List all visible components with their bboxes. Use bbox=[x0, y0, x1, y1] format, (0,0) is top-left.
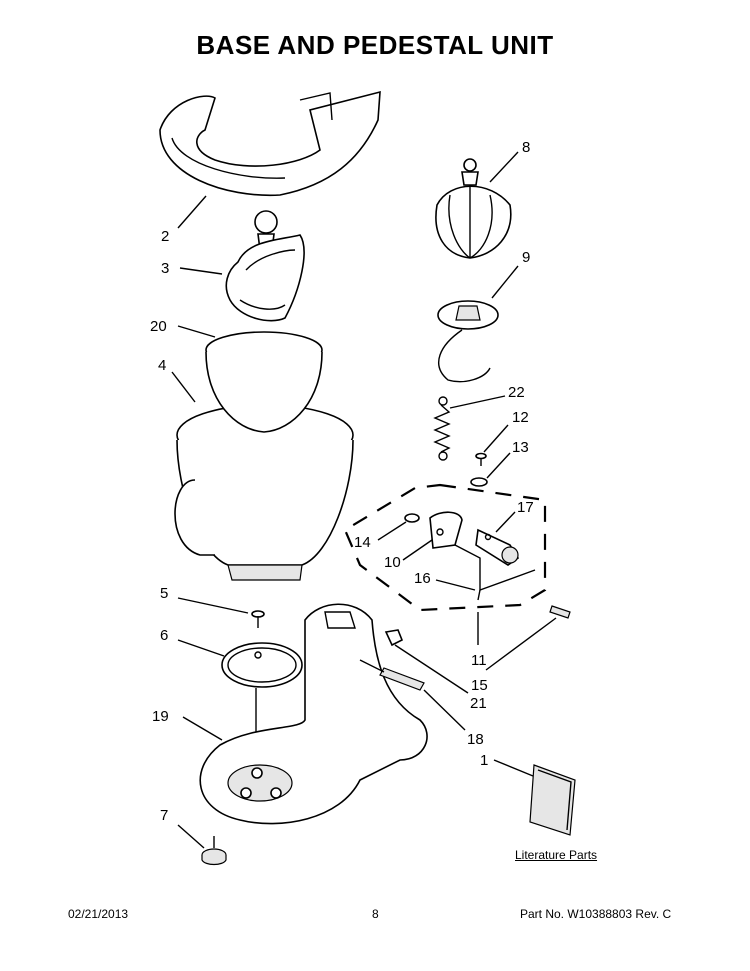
callout-12: 12 bbox=[512, 409, 529, 426]
callout-8: 8 bbox=[522, 139, 530, 156]
pedestal-base-part bbox=[199, 603, 428, 825]
hinge-pin-part bbox=[379, 667, 425, 691]
callout-9: 9 bbox=[522, 249, 530, 266]
callout-1: 1 bbox=[480, 752, 488, 769]
mixing-bowl-part bbox=[174, 331, 354, 581]
page-title: BASE AND PEDESTAL UNIT bbox=[196, 30, 554, 60]
lever-part bbox=[475, 528, 520, 566]
screw-part bbox=[251, 610, 265, 628]
literature-parts bbox=[529, 764, 576, 836]
subassembly-outline bbox=[343, 483, 547, 612]
callout-13: 13 bbox=[512, 439, 529, 456]
washer-14-part bbox=[404, 513, 420, 523]
callout-15: 15 bbox=[471, 677, 488, 694]
callout-2: 2 bbox=[161, 228, 169, 245]
foot-part bbox=[201, 848, 227, 866]
callout-11: 11 bbox=[471, 652, 487, 669]
flat-beater-part bbox=[225, 210, 305, 322]
callout-3: 3 bbox=[161, 260, 169, 277]
wire-whip-part bbox=[435, 158, 512, 259]
washer-part bbox=[470, 477, 488, 487]
callout-20: 20 bbox=[150, 318, 167, 335]
callout-10: 10 bbox=[384, 554, 401, 571]
callout-6: 6 bbox=[160, 627, 168, 644]
callout-19: 19 bbox=[152, 708, 169, 725]
callout-18: 18 bbox=[467, 731, 484, 748]
footer-date: 02/21/2013 bbox=[68, 907, 129, 921]
callout-4: 4 bbox=[158, 357, 166, 374]
footer-part-number: Part No. W10388803 Rev. C bbox=[520, 907, 672, 921]
literature-parts-label: Literature Parts bbox=[515, 848, 598, 862]
pin-part bbox=[549, 605, 571, 619]
callout-7: 7 bbox=[160, 807, 168, 824]
callout-21: 21 bbox=[470, 695, 487, 712]
callout-17: 17 bbox=[517, 499, 534, 516]
callout-16: 16 bbox=[414, 570, 431, 587]
rod-part bbox=[454, 544, 536, 601]
footer-page-number: 8 bbox=[372, 907, 379, 921]
clip-part bbox=[384, 629, 404, 647]
pouring-shield-part bbox=[159, 90, 381, 197]
base-plate-part bbox=[221, 642, 303, 688]
callout-14: 14 bbox=[354, 534, 371, 551]
small-screw-part bbox=[475, 452, 487, 466]
dough-hook-part bbox=[437, 300, 499, 383]
bracket-part bbox=[429, 511, 463, 549]
spring-part bbox=[433, 396, 451, 461]
callout-22: 22 bbox=[508, 384, 525, 401]
callout-5: 5 bbox=[160, 585, 168, 602]
